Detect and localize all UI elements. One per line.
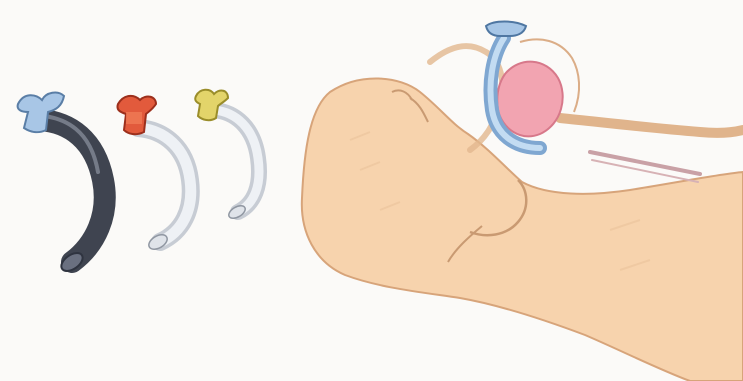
tongue — [497, 62, 562, 137]
inserted-airway-flange — [486, 22, 526, 37]
